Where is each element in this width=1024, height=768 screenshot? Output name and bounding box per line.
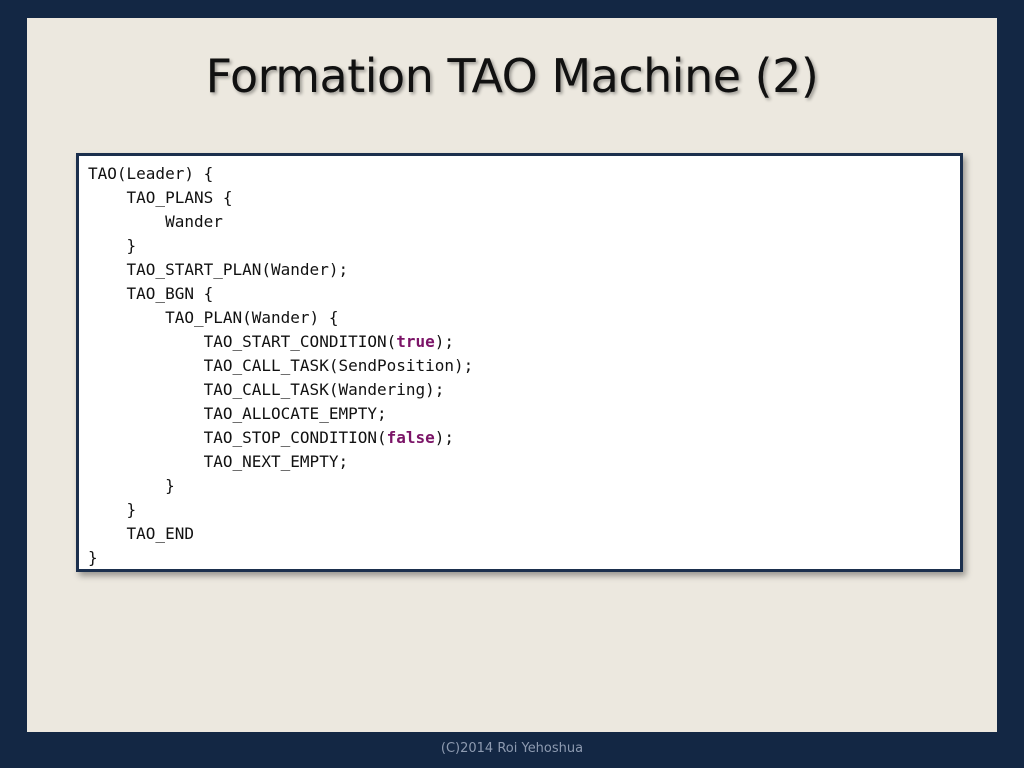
code-text: } [88, 476, 175, 495]
code-line: } [88, 234, 473, 258]
code-text: TAO_CALL_TASK(Wandering); [88, 380, 445, 399]
code-keyword: false [386, 428, 435, 447]
code-text: TAO_STOP_CONDITION( [88, 428, 387, 447]
code-line: TAO_BGN { [88, 282, 473, 306]
code-line: TAO_CALL_TASK(Wandering); [88, 378, 473, 402]
code-line: } [88, 498, 473, 522]
code-text: Wander [88, 212, 223, 231]
code-text: TAO_ALLOCATE_EMPTY; [88, 404, 387, 423]
code-text: TAO_PLANS { [88, 188, 233, 207]
code-text: TAO_NEXT_EMPTY; [88, 452, 349, 471]
code-text: } [88, 548, 98, 567]
code-line: TAO_END [88, 522, 473, 546]
code-block: TAO(Leader) { TAO_PLANS { Wander } TAO_S… [76, 153, 963, 572]
code-text: } [88, 500, 137, 519]
code-text: } [88, 236, 137, 255]
code-line: TAO(Leader) { [88, 162, 473, 186]
code-line: TAO_PLAN(Wander) { [88, 306, 473, 330]
code-text: ); [434, 428, 455, 447]
code-keyword: true [396, 332, 435, 351]
code-line: Wander [88, 210, 473, 234]
code-line: TAO_START_CONDITION(true); [88, 330, 473, 354]
code-listing: TAO(Leader) { TAO_PLANS { Wander } TAO_S… [88, 162, 473, 570]
code-line: TAO_CALL_TASK(SendPosition); [88, 354, 474, 378]
slide-title: Formation TAO Machine (2) [205, 49, 819, 103]
code-text: TAO_END [88, 524, 194, 543]
code-text: TAO(Leader) { [88, 164, 214, 183]
code-text: ); [434, 332, 455, 351]
code-line: } [88, 474, 473, 498]
code-line: TAO_NEXT_EMPTY; [88, 450, 473, 474]
code-text: TAO_START_CONDITION( [88, 332, 397, 351]
code-text: TAO_START_PLAN(Wander); [88, 260, 349, 279]
code-line: TAO_STOP_CONDITION(false); [88, 426, 473, 450]
code-text: TAO_BGN { [88, 284, 214, 303]
code-text: TAO_PLAN(Wander) { [88, 308, 339, 327]
slide-footer: (C)2014 Roi Yehoshua [440, 741, 584, 756]
code-line: TAO_START_PLAN(Wander); [88, 258, 473, 282]
code-text: TAO_CALL_TASK(SendPosition); [88, 356, 474, 375]
code-line: TAO_ALLOCATE_EMPTY; [88, 402, 473, 426]
code-line: TAO_PLANS { [88, 186, 473, 210]
code-line: } [88, 546, 473, 570]
